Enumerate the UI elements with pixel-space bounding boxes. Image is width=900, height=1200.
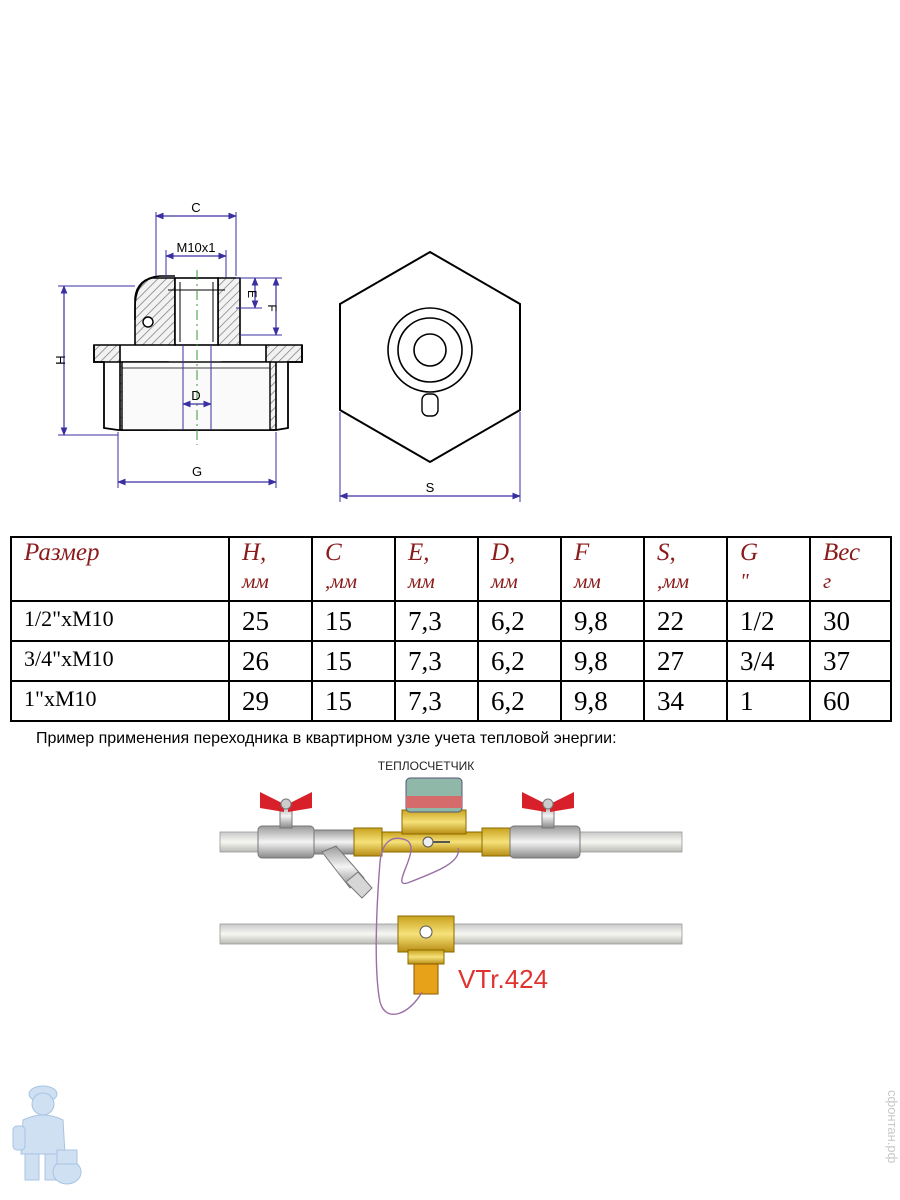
cell-c: 15 xyxy=(311,680,396,722)
cell-c: 15 xyxy=(311,600,396,642)
header-g: G" xyxy=(726,536,811,602)
cell-e: 7,3 xyxy=(394,680,479,722)
union-right xyxy=(481,827,511,857)
site-watermark: сфонтан.рф xyxy=(885,1090,898,1164)
cell-g: 3/4 xyxy=(726,640,811,682)
plumber-mascot-icon xyxy=(12,1085,82,1185)
cell-d: 6,2 xyxy=(477,600,562,642)
header-d: D,мм xyxy=(477,536,562,602)
cell-weight: 60 xyxy=(809,680,892,722)
cell-s: 34 xyxy=(643,680,728,722)
header-h: H,мм xyxy=(228,536,313,602)
boss-hole xyxy=(142,316,154,328)
cell-size: 3/4"хM10 xyxy=(10,640,230,682)
installation-scheme: ТЕПЛОСЧЕТЧИК xyxy=(219,759,683,1015)
sensor-cable xyxy=(375,837,459,1015)
cell-h: 25 xyxy=(228,600,313,642)
technical-drawings: C M10x1 E F H D G S xyxy=(53,200,521,502)
svg-text:сфонтан.рф: сфонтан.рф xyxy=(885,1090,898,1164)
dim-e-label: E xyxy=(245,290,259,298)
cell-h: 29 xyxy=(228,680,313,722)
cell-s: 22 xyxy=(643,600,728,642)
left-ball-valve xyxy=(257,792,315,859)
cell-f: 9,8 xyxy=(560,680,645,722)
header-e: E,мм xyxy=(394,536,479,602)
union-left xyxy=(353,827,383,857)
dim-f-label: F xyxy=(265,304,279,311)
section-view: C M10x1 E F H D G xyxy=(53,200,303,488)
cell-f: 9,8 xyxy=(560,640,645,682)
cell-weight: 37 xyxy=(809,640,892,682)
dim-g-label: G xyxy=(192,464,202,479)
cell-weight: 30 xyxy=(809,600,892,642)
dim-d-label: D xyxy=(191,388,200,403)
header-size: Размер xyxy=(10,536,230,602)
cell-g: 1 xyxy=(726,680,811,722)
tee-with-adapter xyxy=(397,915,455,995)
dim-s-label: S xyxy=(426,480,435,495)
cell-d: 6,2 xyxy=(477,680,562,722)
cell-e: 7,3 xyxy=(394,600,479,642)
dim-thread-label: M10x1 xyxy=(176,240,215,255)
application-caption: Пример применения переходника в квартирн… xyxy=(36,730,617,747)
y-strainer xyxy=(313,829,373,899)
cell-d: 6,2 xyxy=(477,640,562,682)
cell-f: 9,8 xyxy=(560,600,645,642)
cell-e: 7,3 xyxy=(394,640,479,682)
table-row: 1/2"хM10 25 15 7,3 6,2 9,8 22 1/2 30 xyxy=(10,600,892,642)
header-s: S,,мм xyxy=(643,536,728,602)
cell-s: 27 xyxy=(643,640,728,682)
cell-g: 1/2 xyxy=(726,600,811,642)
right-ball-valve xyxy=(509,792,581,859)
dim-h-label: H xyxy=(53,355,68,364)
hex-top-view: S xyxy=(339,250,521,502)
header-c: C,мм xyxy=(311,536,396,602)
sensor-label: VTr.424 xyxy=(458,964,548,994)
dim-c-label: C xyxy=(191,200,200,215)
heat-meter xyxy=(381,777,483,853)
table-row: 1"хM10 29 15 7,3 6,2 9,8 34 1 60 xyxy=(10,680,892,722)
cell-h: 26 xyxy=(228,640,313,682)
cell-size: 1"хM10 xyxy=(10,680,230,722)
heat-meter-label: ТЕПЛОСЧЕТЧИК xyxy=(378,759,474,773)
cell-c: 15 xyxy=(311,640,396,682)
cell-size: 1/2"хM10 xyxy=(10,600,230,642)
table-row: 3/4"хM10 26 15 7,3 6,2 9,8 27 3/4 37 xyxy=(10,640,892,682)
